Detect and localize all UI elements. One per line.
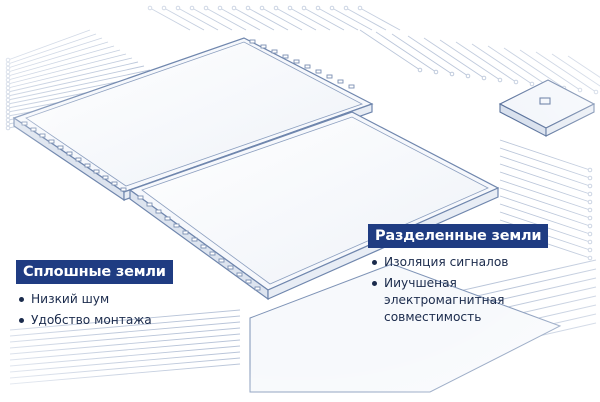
split-ground-list: Изоляция сигналов Ииучшеная электромагни… bbox=[370, 254, 575, 330]
split-ground-item: Ииучшеная электромагнитная совместимость bbox=[370, 275, 575, 326]
split-ground-title: Разделенные земли bbox=[368, 224, 549, 248]
split-ground-item: Изоляция сигналов bbox=[370, 254, 575, 271]
solid-ground-item: Низкий шум bbox=[17, 291, 207, 308]
solid-ground-title: Сплошные земли bbox=[16, 260, 173, 284]
solid-ground-item: Удобство монтажа bbox=[17, 312, 207, 329]
solid-ground-list: Низкий шум Удобство монтажа bbox=[17, 291, 207, 333]
